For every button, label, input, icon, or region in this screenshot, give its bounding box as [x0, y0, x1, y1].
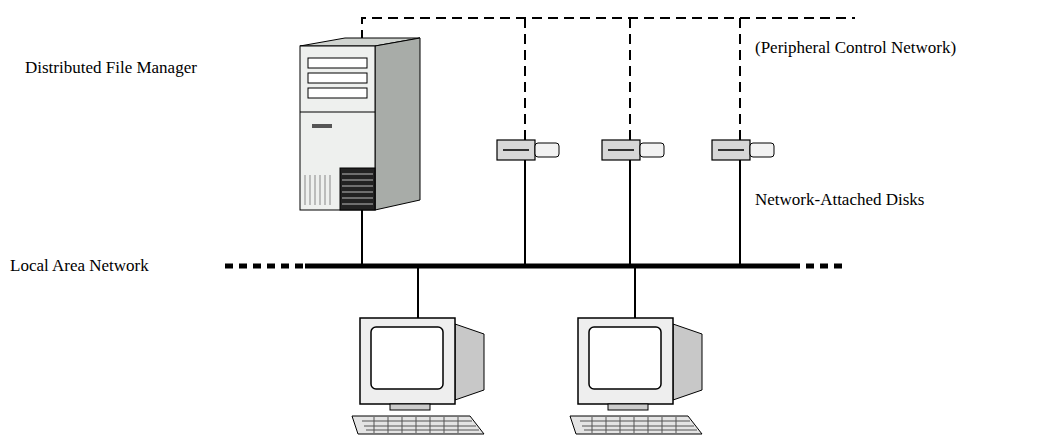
lan-drop [361, 210, 363, 266]
disk-body [712, 140, 750, 160]
keyboard-keys [362, 417, 479, 433]
monitor-back [673, 324, 702, 400]
keyboard [352, 416, 484, 434]
disk-body [602, 140, 640, 160]
disk-front [640, 143, 664, 157]
drive-bay [308, 73, 367, 83]
drive-bay [308, 88, 367, 98]
keyboard-keys [580, 417, 697, 433]
monitor-back [455, 324, 484, 400]
lan-drop [629, 160, 631, 266]
disk-slot [503, 149, 529, 151]
control-drop [629, 18, 631, 140]
workstation-icon [570, 318, 702, 434]
network-label: (Peripheral Control Network) [755, 38, 956, 58]
server-vent [340, 168, 375, 210]
server-front [300, 46, 375, 210]
lan-bus-continuation [806, 264, 846, 269]
node-heading: Distributed File Manager [25, 58, 197, 78]
workstation-icon [352, 318, 484, 434]
monitor-frame [360, 318, 455, 404]
monitor-screen [589, 327, 661, 389]
vent-slots [342, 174, 373, 204]
lan-bus-continuation [225, 264, 305, 269]
lan-drop [524, 160, 526, 266]
disk-icon [602, 140, 664, 160]
disk-body [497, 140, 535, 160]
monitor-stand [390, 404, 430, 410]
monitor-stand [608, 404, 648, 410]
monitor-screen [371, 327, 443, 389]
control-drop [524, 18, 526, 140]
lan-drop [417, 266, 419, 318]
lan-bus [305, 264, 800, 269]
lan-drop [739, 160, 741, 266]
lan-drop [634, 266, 636, 318]
server-node: Distributed File Manager [300, 38, 420, 210]
drive-bay [308, 58, 367, 68]
disk-slot [608, 149, 634, 151]
disk-slot [718, 149, 744, 151]
disk-front [750, 143, 774, 157]
network-label: Local Area Network [10, 256, 149, 276]
network-label: Network-Attached Disks [755, 190, 925, 210]
disk-icon [497, 140, 559, 160]
disk-icon [712, 140, 774, 160]
disk-front [535, 143, 559, 157]
control-drop [739, 18, 741, 140]
panel-seam [300, 112, 375, 113]
server-side [375, 38, 420, 210]
monitor-frame [578, 318, 673, 404]
vent-grille [305, 175, 330, 205]
control-bus [362, 18, 855, 40]
server-button [312, 124, 332, 128]
keyboard [570, 416, 702, 434]
